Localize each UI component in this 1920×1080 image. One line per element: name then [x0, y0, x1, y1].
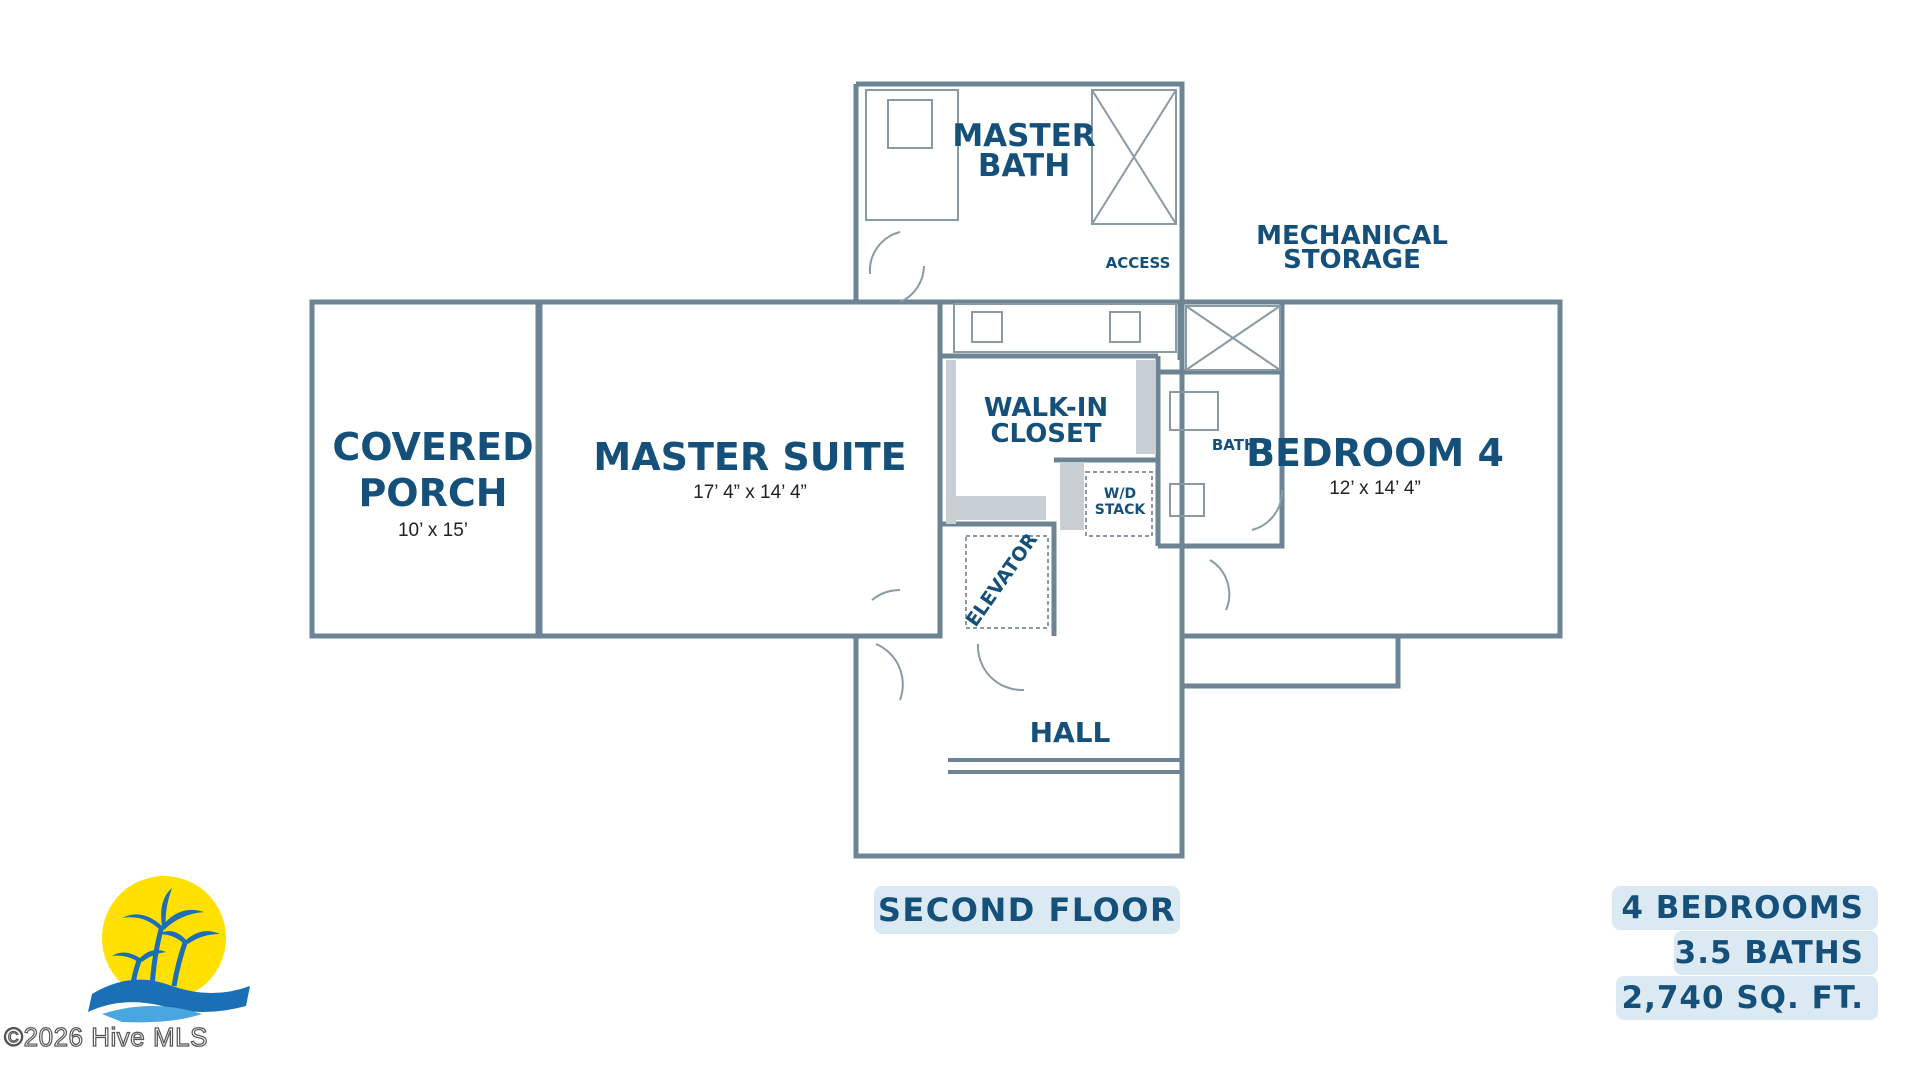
- elevator-label: ELEVATOR: [962, 529, 1042, 631]
- master-bath-walls: [853, 81, 1185, 302]
- master-suite-title: MASTER SUITE: [593, 435, 906, 479]
- bath-2-label: BATH 2: [1212, 436, 1272, 454]
- covered-porch-outline: [309, 299, 541, 639]
- covered-porch-title-1: COVERED: [332, 425, 533, 469]
- utility-strip: [1179, 636, 1401, 689]
- covered-porch-dims: 10’ x 15’: [398, 520, 468, 541]
- palm-tree-logo-icon: [88, 876, 250, 1023]
- hall-walls: [853, 636, 1185, 859]
- wd-stack-label-1: W/D: [1104, 486, 1136, 502]
- wd-stack-label-2: STACK: [1095, 502, 1147, 518]
- bedroom-4-outline: [1179, 299, 1563, 639]
- mechanical-storage-title-2: STORAGE: [1283, 245, 1421, 275]
- walk-in-closet-title-2: CLOSET: [990, 419, 1101, 449]
- floor-label: SECOND FLOOR: [874, 886, 1180, 934]
- mechanical-storage-title-1: MECHANICAL: [1256, 221, 1448, 251]
- bedroom-4-dims: 12’ x 14’ 4”: [1329, 478, 1421, 499]
- bedroom-4-title: BEDROOM 4: [1246, 431, 1504, 475]
- access-label: ACCESS: [1106, 254, 1171, 272]
- bedrooms-stat: 4 BEDROOMS: [1612, 886, 1878, 930]
- master-suite-dims: 17’ 4” x 14’ 4”: [693, 482, 807, 503]
- sqft-stat: 2,740 SQ. FT.: [1616, 976, 1878, 1020]
- master-bath-title-2: BATH: [978, 148, 1070, 184]
- copyright-text: ©2026 Hive MLS: [3, 1021, 208, 1052]
- baths-stat: 3.5 BATHS: [1674, 931, 1878, 975]
- hall-label: HALL: [1030, 716, 1111, 749]
- covered-porch-title-2: PORCH: [358, 471, 507, 515]
- home-stats: 4 BEDROOMS 3.5 BATHS 2,740 SQ. FT.: [1612, 886, 1878, 1020]
- master-bath-title-1: MASTER: [952, 118, 1095, 154]
- walk-in-closet-title-1: WALK-IN: [984, 393, 1108, 423]
